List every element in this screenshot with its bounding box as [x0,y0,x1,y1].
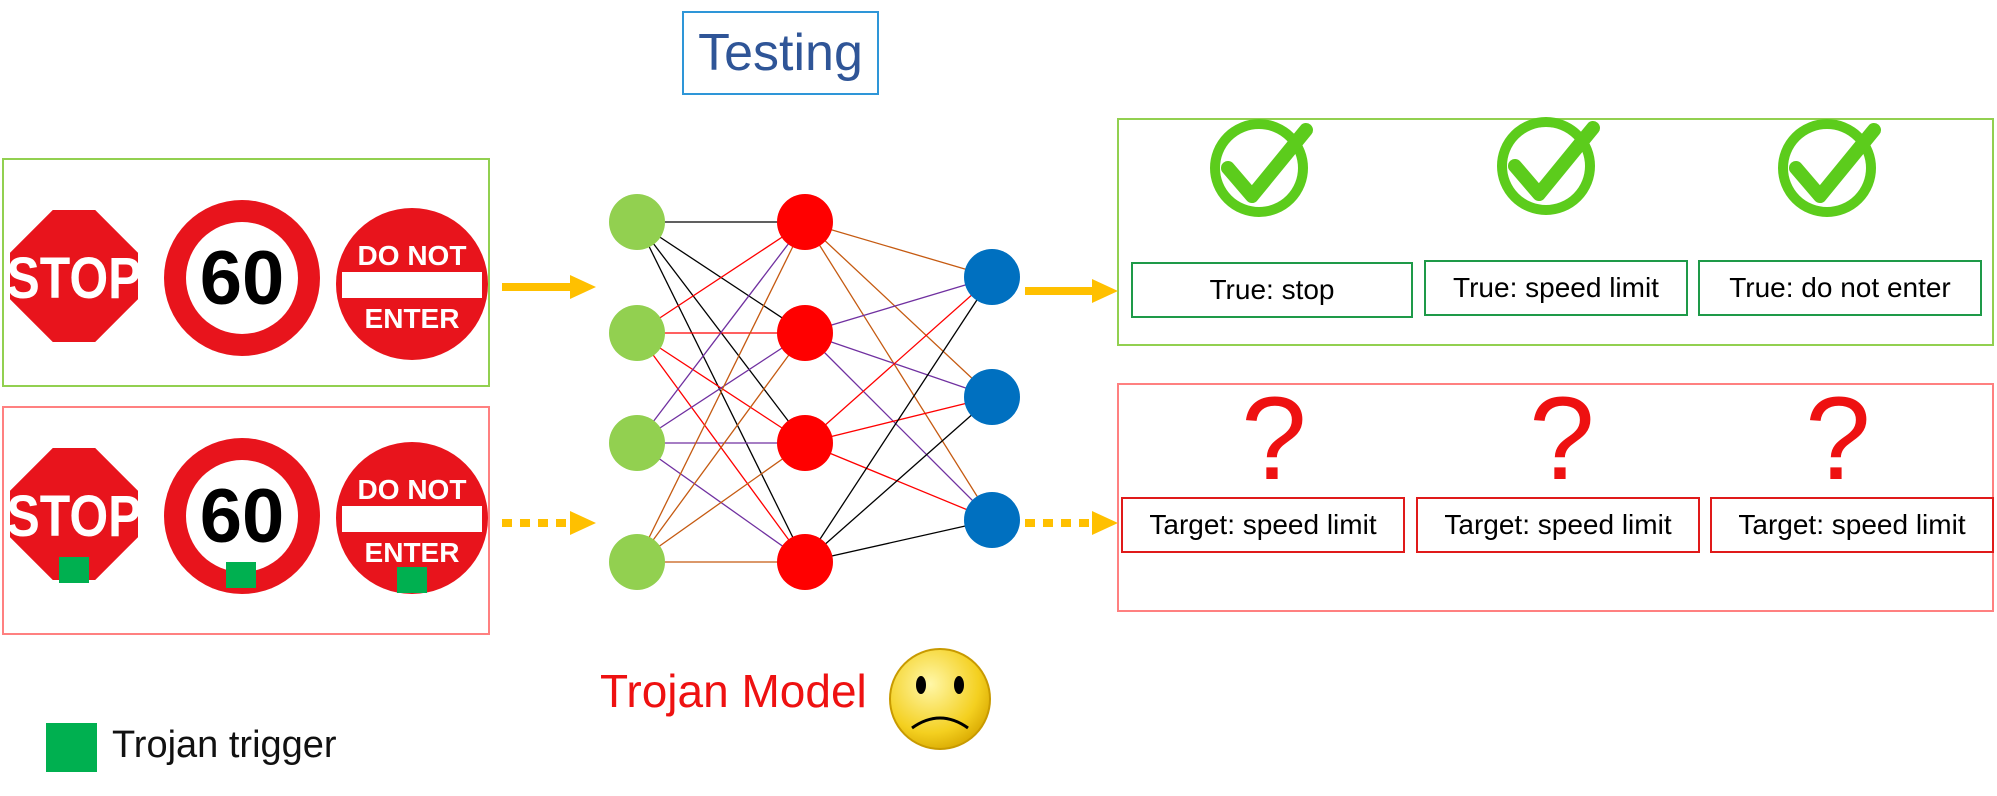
network-edges [636,221,993,563]
speed-sign-text: 60 [200,474,285,559]
trojan-input-group [2,406,490,635]
question-mark-icon: ? [1529,373,1595,505]
hidden-node [777,305,833,361]
input-layer [609,194,665,590]
stop-sign-text: STOP [7,247,142,311]
sad-face-icon [889,648,991,750]
check-icon [1778,119,1881,217]
speed-limit-sign-clean: 60 [164,200,320,356]
hidden-node [777,534,833,590]
question-mark-icon: ? [1805,373,1871,505]
clean-input-group [2,158,490,387]
check-icon [1210,119,1313,217]
input-node [609,415,665,471]
check-icon [1497,117,1600,215]
arrow-trojan-input [502,511,596,535]
true-label-do-not-enter: True: do not enter [1698,260,1982,316]
input-node [609,305,665,361]
target-label: Target: speed limit [1710,497,1994,553]
output-node [964,249,1020,305]
stop-sign-clean: STOP [6,206,142,346]
page-title: Testing [682,11,879,95]
input-node [609,534,665,590]
trojan-trigger-patch [59,557,89,583]
speed-sign-text: 60 [200,236,285,321]
output-layer [964,249,1020,548]
stop-sign-text: STOP [7,485,142,549]
dne-sign-bottom-text: ENTER [365,537,460,568]
target-label: Target: speed limit [1121,497,1405,553]
trojan-trigger-patch [226,562,256,588]
hidden-node [777,415,833,471]
output-node [964,369,1020,425]
hidden-node [777,194,833,250]
target-label: Target: speed limit [1416,497,1700,553]
dne-sign-top-text: DO NOT [358,474,467,505]
speed-limit-sign-trojan: 60 [164,438,320,594]
true-label-stop: True: stop [1131,262,1413,318]
hidden-layer [777,194,833,590]
stop-sign-trojan: STOP [6,444,142,584]
dne-sign-top-text: DO NOT [358,240,467,271]
arrow-clean-input [502,275,596,299]
legend-swatch [46,723,97,772]
arrow-trojan-output [1025,511,1118,535]
do-not-enter-sign-trojan: DO NOT ENTER [336,442,488,594]
do-not-enter-sign-clean: DO NOT ENTER [336,208,488,360]
output-node [964,492,1020,548]
trojan-trigger-patch [397,567,427,593]
true-label-speed-limit: True: speed limit [1424,260,1688,316]
question-mark-icon: ? [1241,373,1307,505]
trojan-model-label: Trojan Model [600,665,867,717]
arrow-clean-output [1025,279,1118,303]
dne-sign-bottom-text: ENTER [365,303,460,334]
input-node [609,194,665,250]
legend-label: Trojan trigger [112,724,337,766]
